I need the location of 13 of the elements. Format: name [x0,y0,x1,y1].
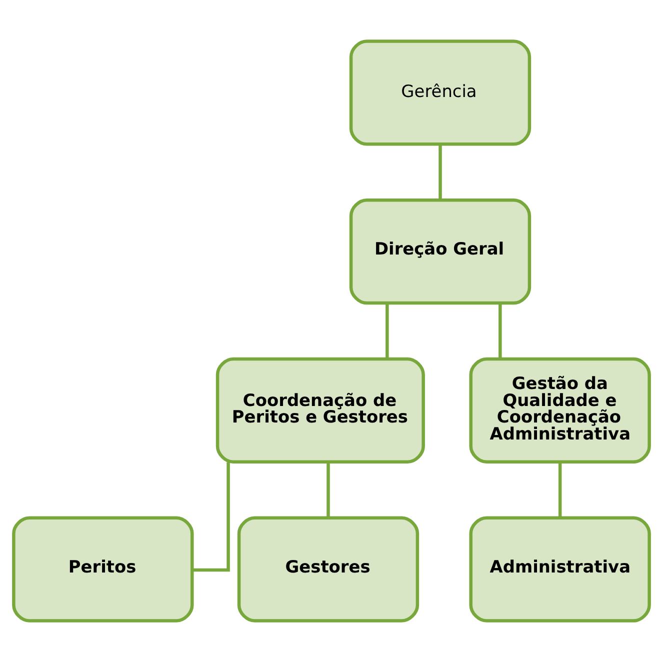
connector [386,302,389,358]
node-box: Gestores [237,516,420,622]
connector [438,144,442,200]
node-box: Peritos [12,516,194,622]
node-box: Direção Geral [349,198,532,304]
connector [192,462,230,572]
node-box: Gerência [349,39,532,146]
node-box: Coordenação de Peritos e Gestores [216,356,425,464]
node-box: Gestão da Qualidade e Coordenação Administrativa [469,356,651,464]
connector [326,462,330,517]
node-box: Administrativa [469,516,651,622]
connector [558,462,562,517]
connector [498,302,502,358]
